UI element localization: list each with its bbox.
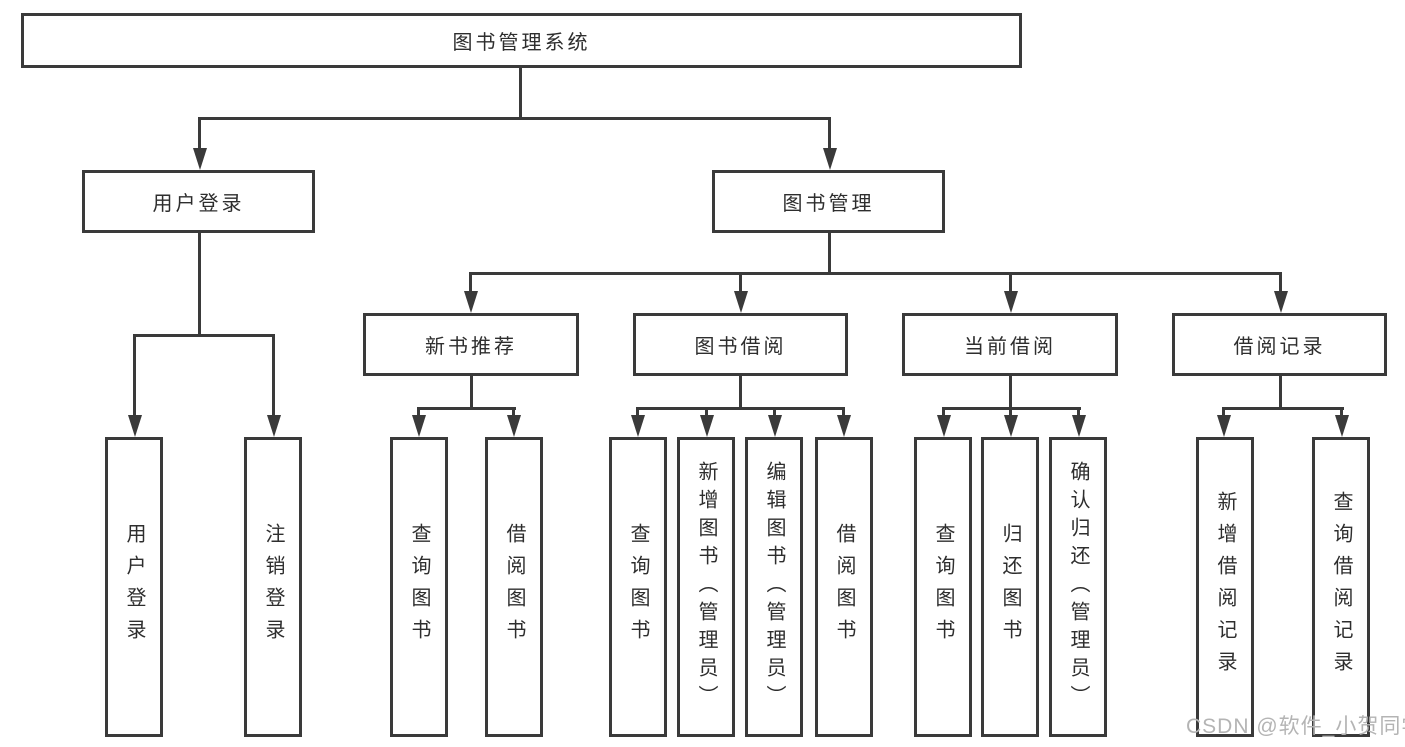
arrow-down-icon: [198, 117, 201, 148]
connector-line: [1222, 407, 1344, 410]
node-label: 查询借阅记录: [1330, 491, 1352, 683]
arrow-down-icon: [828, 117, 831, 148]
arrow-down-icon: [739, 272, 742, 291]
arrow-down-icon: [705, 407, 708, 415]
arrow-down-icon: [272, 334, 275, 415]
node-label: 注销登录: [262, 523, 284, 651]
node-label: 用户登录: [152, 193, 245, 215]
leaf-edit-book-admin: 编辑图书（管理员）: [745, 437, 803, 737]
node-label: 查询图书: [408, 523, 430, 651]
connector-line: [198, 117, 831, 120]
arrow-down-icon: [1009, 272, 1012, 291]
connector-line: [469, 272, 1282, 275]
leaf-query-borrow-record: 查询借阅记录: [1312, 437, 1370, 737]
node-book-management: 图书管理: [712, 170, 945, 233]
arrow-down-icon: [1340, 407, 1343, 415]
leaf-return-book: 归还图书: [981, 437, 1039, 737]
node-label: 用户登录: [123, 523, 145, 651]
leaf-add-borrow-record: 新增借阅记录: [1196, 437, 1254, 737]
arrow-down-icon: [636, 407, 639, 415]
connector-line: [133, 334, 275, 337]
leaf-borrow-books-recommend: 借阅图书: [485, 437, 543, 737]
node-label: 新增借阅记录: [1214, 491, 1236, 683]
connector-line: [636, 407, 845, 410]
connector-line: [417, 407, 516, 410]
leaf-borrow-books-borrowing: 借阅图书: [815, 437, 873, 737]
node-label: 当前借阅: [964, 336, 1056, 358]
node-book-borrowing: 图书借阅: [633, 313, 848, 376]
arrow-down-icon: [773, 407, 776, 415]
connector-line: [470, 376, 473, 409]
node-label: 借阅图书: [833, 523, 855, 651]
node-label: 图书管理系统: [452, 32, 591, 54]
arrow-down-icon: [133, 334, 136, 415]
leaf-query-books-current: 查询图书: [914, 437, 972, 737]
arrow-down-icon: [417, 407, 420, 415]
node-new-book-recommend: 新书推荐: [363, 313, 579, 376]
leaf-query-books-recommend: 查询图书: [390, 437, 448, 737]
connector-line: [1009, 376, 1012, 409]
arrow-down-icon: [512, 407, 515, 415]
node-user-login: 用户登录: [82, 170, 315, 233]
leaf-confirm-return-admin: 确认归还（管理员）: [1049, 437, 1107, 737]
connector-line: [1279, 376, 1282, 409]
node-label: 归还图书: [999, 523, 1021, 651]
node-label: 图书借阅: [694, 336, 787, 358]
leaf-add-book-admin: 新增图书（管理员）: [677, 437, 735, 737]
node-label: 新书推荐: [425, 336, 517, 358]
leaf-user-login: 用户登录: [105, 437, 163, 737]
arrow-down-icon: [1077, 407, 1080, 415]
connector-line: [198, 233, 201, 336]
connector-line: [519, 68, 522, 118]
csdn-watermark: CSDN @软件_小贺同学: [1186, 715, 1405, 738]
arrow-down-icon: [469, 272, 472, 291]
arrow-down-icon: [942, 407, 945, 415]
node-label: 新增图书（管理员）: [695, 461, 717, 713]
node-current-borrowing: 当前借阅: [902, 313, 1118, 376]
connector-line: [828, 233, 831, 274]
arrow-down-icon: [1222, 407, 1225, 415]
node-label: 图书管理: [782, 193, 875, 215]
leaf-logout: 注销登录: [244, 437, 302, 737]
node-library-management-system: 图书管理系统: [21, 13, 1022, 68]
node-label: 查询图书: [627, 523, 649, 651]
node-label: 确认归还（管理员）: [1067, 461, 1089, 713]
node-label: 查询图书: [932, 523, 954, 651]
node-borrowing-records: 借阅记录: [1172, 313, 1387, 376]
node-label: 借阅图书: [503, 523, 525, 651]
arrow-down-icon: [1009, 407, 1012, 415]
arrow-down-icon: [842, 407, 845, 415]
arrow-down-icon: [1279, 272, 1282, 291]
node-label: 编辑图书（管理员）: [763, 461, 785, 713]
node-label: 借阅记录: [1233, 336, 1326, 358]
connector-line: [739, 376, 742, 409]
leaf-query-books-borrowing: 查询图书: [609, 437, 667, 737]
